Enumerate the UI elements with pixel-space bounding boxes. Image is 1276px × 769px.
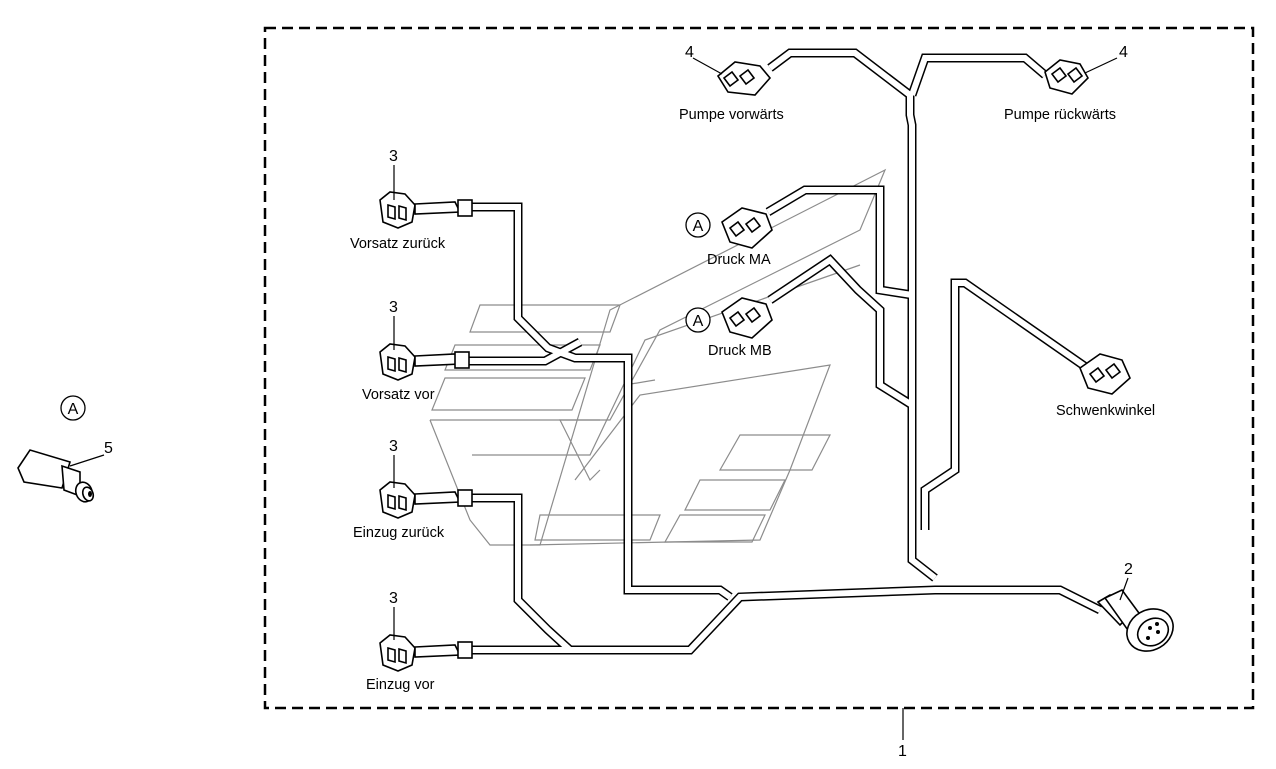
cable-core	[460, 204, 732, 600]
cable-core	[460, 339, 582, 364]
callout-pump-fwd: 4	[685, 44, 694, 61]
cable-core	[922, 280, 1092, 530]
cable-segment	[460, 202, 733, 601]
marker-label: A	[68, 401, 79, 418]
cable-core	[460, 587, 1102, 653]
label-druck-mb: Druck MB	[708, 343, 772, 359]
cable-cores	[460, 50, 1102, 653]
callout-vorsatz-vor: 3	[389, 299, 398, 316]
cable-core	[766, 187, 913, 298]
leader-lines	[69, 57, 1129, 740]
connector-vorsatz-zurueck	[379, 191, 473, 229]
callout-vorsatz-zurueck: 3	[389, 148, 398, 165]
connector-pumpe-vorwaerts	[716, 61, 772, 96]
label-vorsatz-vor: Vorsatz vor	[362, 387, 435, 403]
circle-marker-druck-ma: A	[685, 212, 711, 238]
cable-harness	[460, 48, 1103, 655]
label-einzug-vor: Einzug vor	[366, 677, 435, 693]
callout-pump-rev: 4	[1119, 44, 1128, 61]
connector-druck-ma	[721, 207, 773, 249]
pressure-sensor-part	[17, 449, 95, 503]
callout-einzug-zurueck: 3	[389, 438, 398, 455]
connector-pumpe-rueckwaerts	[1044, 59, 1089, 95]
label-pumpe-rueckwaerts: Pumpe rückwärts	[1004, 107, 1116, 123]
connector-einzug-zurueck	[379, 481, 473, 519]
label-vorsatz-zurueck: Vorsatz zurück	[350, 236, 446, 252]
cable-segment	[907, 53, 1048, 97]
label-pumpe-vorwaerts: Pumpe vorwärts	[679, 107, 784, 123]
marker-label: A	[693, 313, 704, 330]
cable-segment	[767, 254, 915, 409]
circle-marker-sensor: A	[60, 395, 86, 421]
callout-main-connector: 2	[1124, 561, 1133, 578]
main-round-connector	[1096, 588, 1174, 652]
cable-segment	[765, 185, 913, 300]
connector-druck-mb	[721, 297, 773, 339]
cable-core	[909, 55, 1047, 96]
label-druck-ma: Druck MA	[707, 252, 771, 268]
connector-schwenkwinkel	[1079, 353, 1131, 395]
label-schwenkwinkel: Schwenkwinkel	[1056, 403, 1155, 419]
connector-einzug-vor	[379, 634, 473, 672]
assembly-boundary	[263, 26, 1255, 710]
callout-einzug-vor: 3	[389, 590, 398, 607]
marker-label: A	[693, 218, 704, 235]
circle-marker-druck-mb: A	[685, 307, 711, 333]
callout-pressure-sensor: 5	[104, 440, 113, 457]
cable-core	[460, 495, 573, 653]
label-einzug-zurueck: Einzug zurück	[353, 525, 445, 541]
connector-vorsatz-vor	[379, 343, 470, 381]
cable-core	[768, 256, 914, 408]
cable-core	[768, 50, 937, 581]
callout-assembly: 1	[898, 743, 907, 760]
